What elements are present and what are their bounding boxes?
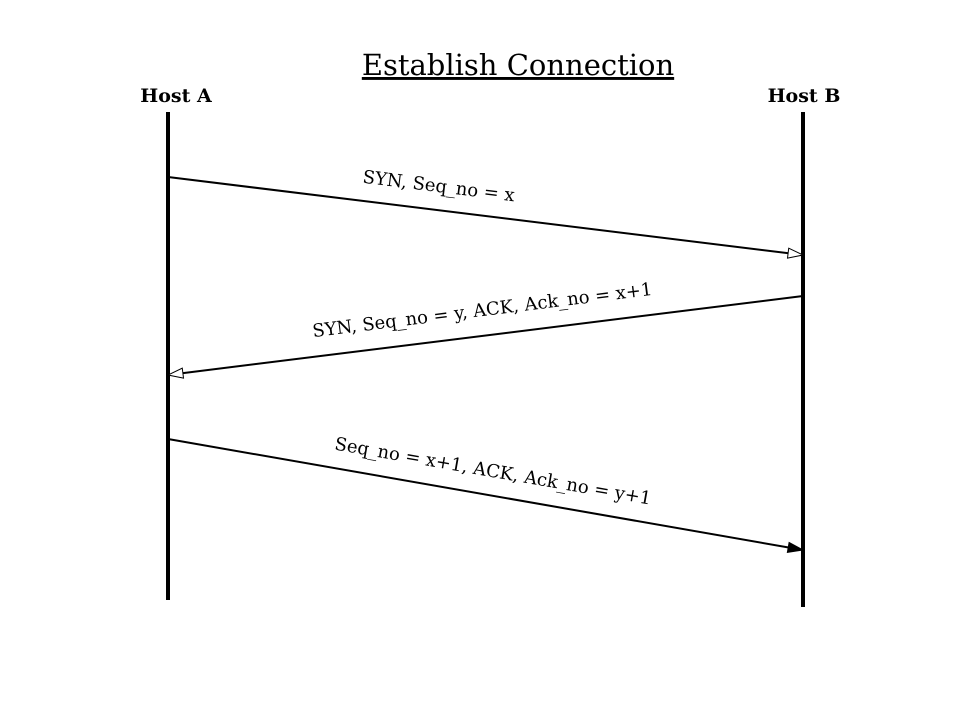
syn-ack-label: SYN, Seq_no = y, ACK, Ack_no = x+1: [311, 279, 653, 342]
ack-label: Seq_no = x+1, ACK, Ack_no = y+1: [333, 434, 653, 510]
host-a-label: Host A: [140, 85, 212, 107]
syn-ack-arrow: [166, 295, 804, 379]
syn-arrow: [167, 176, 805, 259]
syn-label: SYN, Seq_no = x: [362, 167, 516, 206]
diagram-title: Establish Connection: [362, 48, 674, 82]
ack-arrow: [167, 438, 805, 553]
host-b-label: Host B: [768, 85, 841, 107]
